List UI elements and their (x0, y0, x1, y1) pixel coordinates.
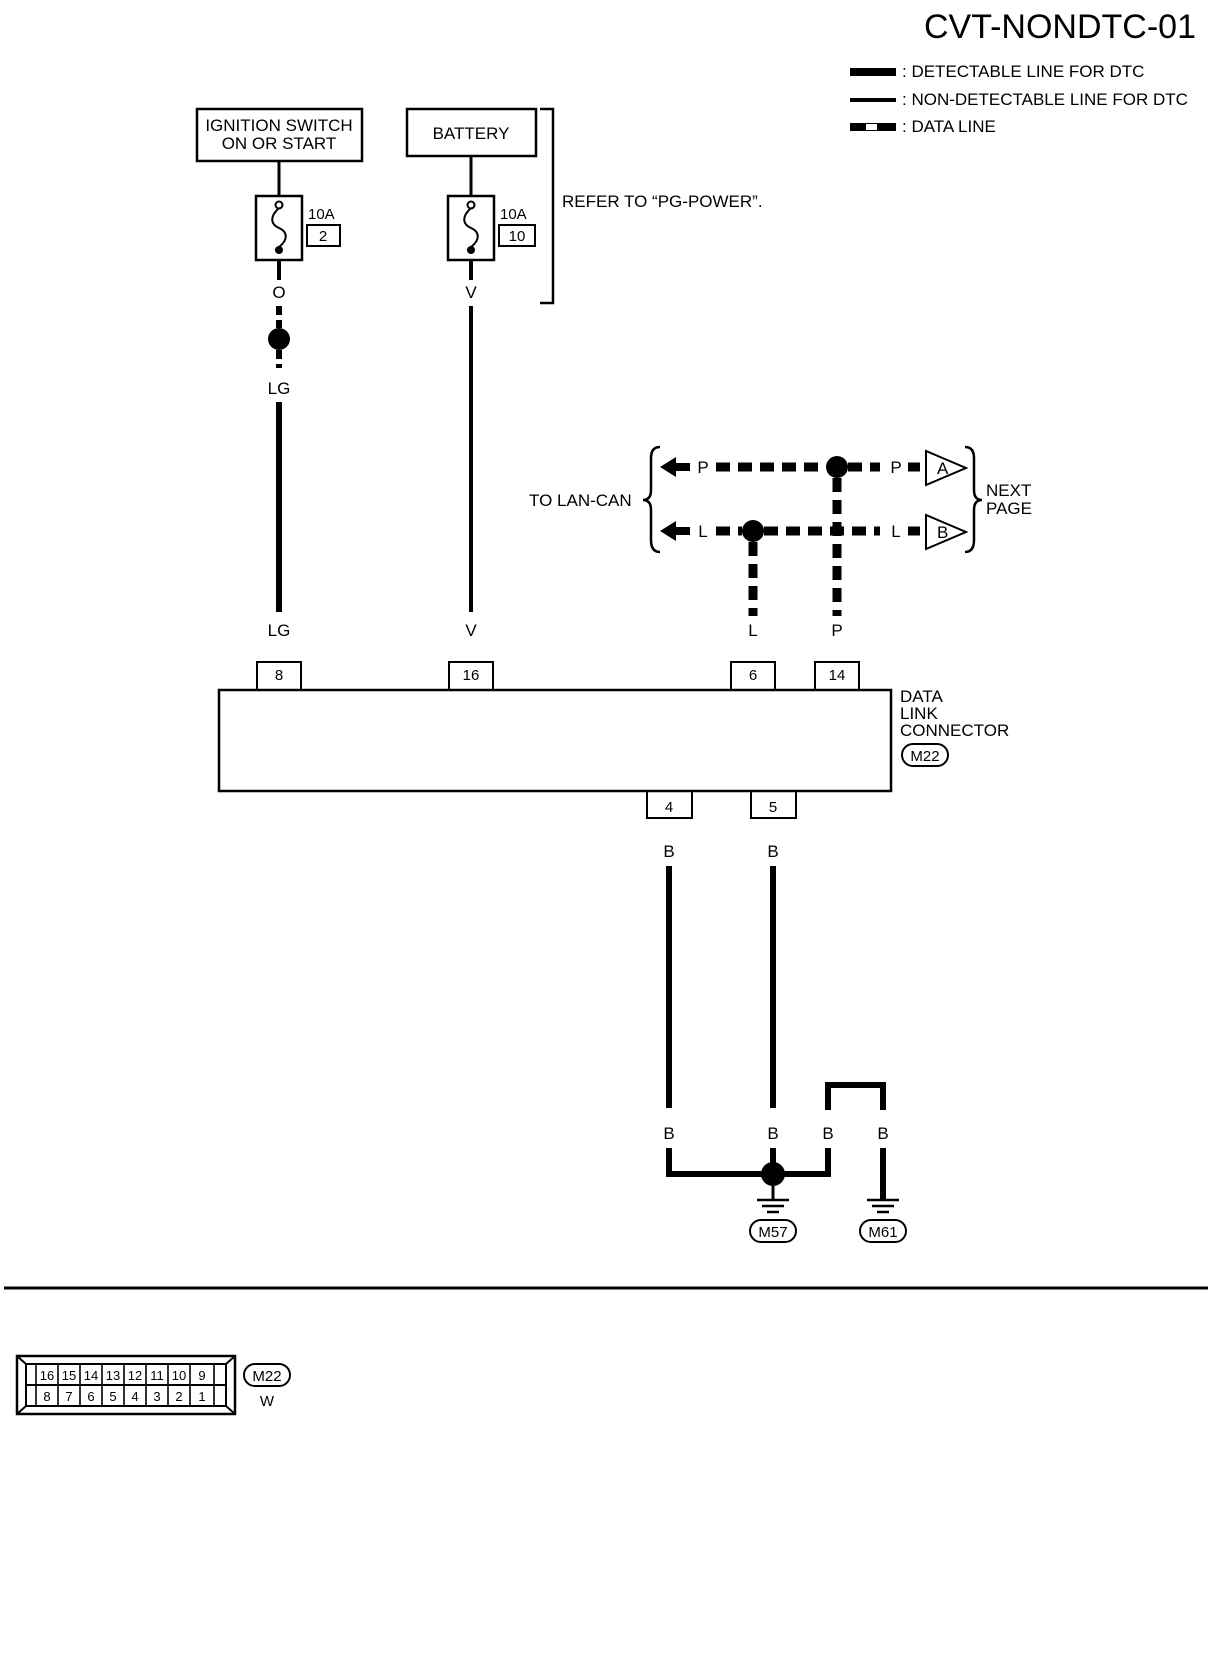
next-page-line1: NEXT (986, 481, 1031, 500)
offpage-b-label: B (937, 523, 948, 542)
arrow-left-p (660, 457, 676, 477)
wire-color-b-5-upper: B (767, 842, 778, 861)
face-pin-10: 10 (172, 1368, 186, 1383)
wire-color-b-7: B (877, 1124, 888, 1143)
refer-note: REFER TO “PG-POWER”. (562, 192, 763, 211)
wire-color-b-4-upper: B (663, 842, 674, 861)
face-pin-15: 15 (62, 1368, 76, 1383)
battery-box: BATTERY (405, 107, 538, 158)
wire-color-o: O (272, 283, 285, 302)
lan-can-label: TO LAN-CAN (529, 491, 632, 510)
fuse-right-number: 10 (509, 228, 526, 245)
wire-color-b-6: B (822, 1124, 833, 1143)
ignition-switch-box: IGNITION SWITCH ON OR START (195, 107, 364, 163)
refer-bracket: REFER TO “PG-POWER”. (540, 107, 763, 305)
wire-color-lg-upper: LG (268, 379, 291, 398)
ground-m57: M57 (749, 1198, 797, 1243)
wire-color-p-lower: P (831, 621, 842, 640)
lan-l-left-label: L (698, 522, 707, 541)
connector-id: M22 (910, 748, 939, 765)
svg-text:BATTERY: BATTERY (433, 124, 510, 143)
face-pin-2: 2 (175, 1389, 182, 1404)
face-pin-7: 7 (65, 1389, 72, 1404)
face-pin-5: 5 (109, 1389, 116, 1404)
legend-detectable: : DETECTABLE LINE FOR DTC (902, 62, 1144, 81)
face-view-id: M22 (252, 1368, 281, 1385)
pin-4: 4 (665, 799, 673, 816)
face-pin-1: 1 (198, 1389, 205, 1404)
pin-6: 6 (749, 667, 757, 684)
face-view-color: W (260, 1393, 275, 1410)
face-pin-6: 6 (87, 1389, 94, 1404)
face-pin-12: 12 (128, 1368, 142, 1383)
connector-id-badge (901, 743, 949, 767)
connector-face-view: 16 15 14 13 12 11 10 9 8 7 6 5 4 3 2 1 M… (15, 1354, 291, 1416)
lan-l-right-label: L (891, 522, 900, 541)
pin-16: 16 (463, 667, 480, 684)
fuse-left: 10A 2 (254, 161, 341, 262)
pin-5: 5 (769, 799, 777, 816)
face-pin-9: 9 (198, 1368, 205, 1383)
fuse-left-rating: 10A (308, 206, 335, 223)
face-pin-16: 16 (40, 1368, 54, 1383)
lan-p-right-label: P (890, 458, 901, 477)
legend-non-detectable: : NON-DETECTABLE LINE FOR DTC (902, 90, 1188, 109)
fuse-right-rating: 10A (500, 206, 527, 223)
splice-l (742, 520, 764, 542)
wire-color-v-upper: V (465, 283, 477, 302)
wire-color-v-lower: V (465, 621, 477, 640)
connector-label-line2: LINK (900, 704, 938, 723)
ground-m61-label: M61 (868, 1224, 897, 1241)
offpage-a (925, 449, 969, 487)
legend-data-line: : DATA LINE (902, 117, 996, 136)
connector-label-line3: CONNECTOR (900, 721, 1009, 740)
connector-label-line1: DATA (900, 687, 943, 706)
wire-color-l-lower: L (748, 621, 757, 640)
offpage-a-label: A (937, 459, 949, 478)
svg-text:IGNITION SWITCH: IGNITION SWITCH (205, 116, 352, 135)
pin-14: 14 (829, 667, 846, 684)
pin-8: 8 (275, 667, 283, 684)
face-pin-4: 4 (131, 1389, 138, 1404)
fuse-right: 10A 10 (446, 156, 536, 262)
splice-left (268, 328, 290, 350)
data-link-connector: 8 16 6 14 4 5 DATA LINK CONNECTOR M22 (217, 661, 1009, 819)
wire-color-b-4-lower: B (663, 1124, 674, 1143)
ground-m61: M61 (859, 1198, 907, 1243)
wire-ignition: O LG LG (268, 260, 291, 640)
ground-wires: B B B B B B (663, 842, 889, 1200)
lan-p-left-label: P (697, 458, 708, 477)
wire-battery: V V (465, 260, 477, 640)
legend: : DETECTABLE LINE FOR DTC : NON-DETECTAB… (850, 62, 1188, 136)
ground-m57-label: M57 (758, 1224, 787, 1241)
lan-can-section: TO LAN-CAN P P A L L B NEXT PAGE L P (529, 445, 1032, 640)
splice-ground (761, 1162, 785, 1186)
face-pin-8: 8 (43, 1389, 50, 1404)
arrow-left-l (660, 521, 676, 541)
wire-color-b-5-lower: B (767, 1124, 778, 1143)
splice-p (826, 456, 848, 478)
face-pin-3: 3 (153, 1389, 160, 1404)
diagram-title: CVT-NONDTC-01 (924, 8, 1196, 46)
svg-text:ON OR START: ON OR START (222, 134, 337, 153)
wire-color-lg-lower: LG (268, 621, 291, 640)
face-pin-11: 11 (150, 1368, 164, 1383)
offpage-b (925, 513, 969, 551)
face-pin-13: 13 (106, 1368, 120, 1383)
fuse-left-number: 2 (319, 228, 327, 245)
face-pin-14: 14 (84, 1368, 98, 1383)
next-page-line2: PAGE (986, 499, 1032, 518)
